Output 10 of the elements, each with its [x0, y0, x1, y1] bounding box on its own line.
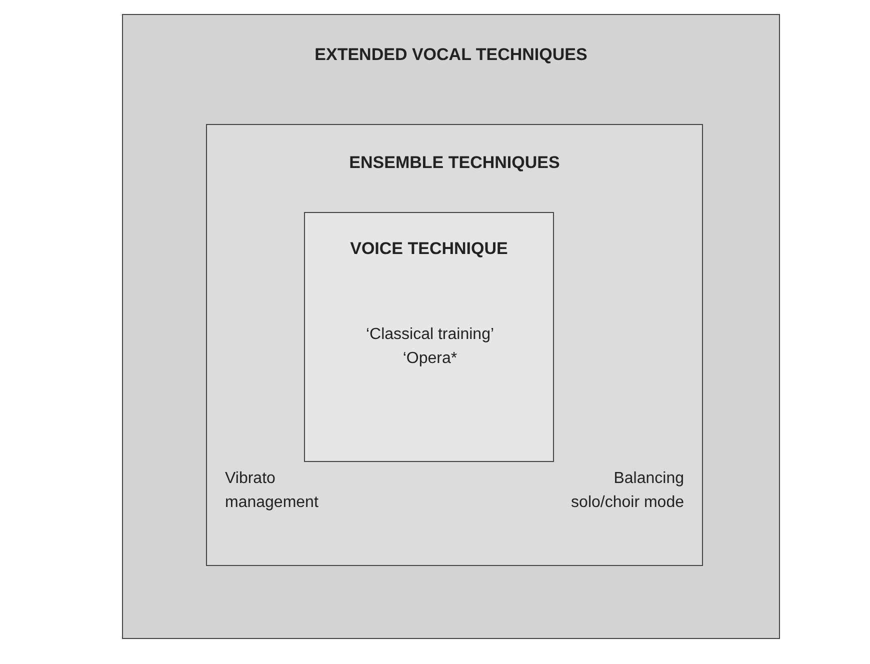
box-heading: VOICE TECHNIQUE	[350, 239, 508, 259]
box-heading: EXTENDED VOCAL TECHNIQUES	[314, 45, 588, 65]
nested-box	[304, 212, 554, 462]
box-heading: ENSEMBLE TECHNIQUES	[349, 153, 560, 173]
nested-box	[122, 14, 780, 639]
technique-text: ‘Classical training’	[366, 325, 494, 345]
technique-text: ‘Opera*	[402, 349, 458, 369]
technique-text: Vibrato management	[225, 469, 320, 513]
technique-text: Balancing solo/choir mode	[570, 469, 684, 513]
nested-box	[206, 124, 703, 566]
